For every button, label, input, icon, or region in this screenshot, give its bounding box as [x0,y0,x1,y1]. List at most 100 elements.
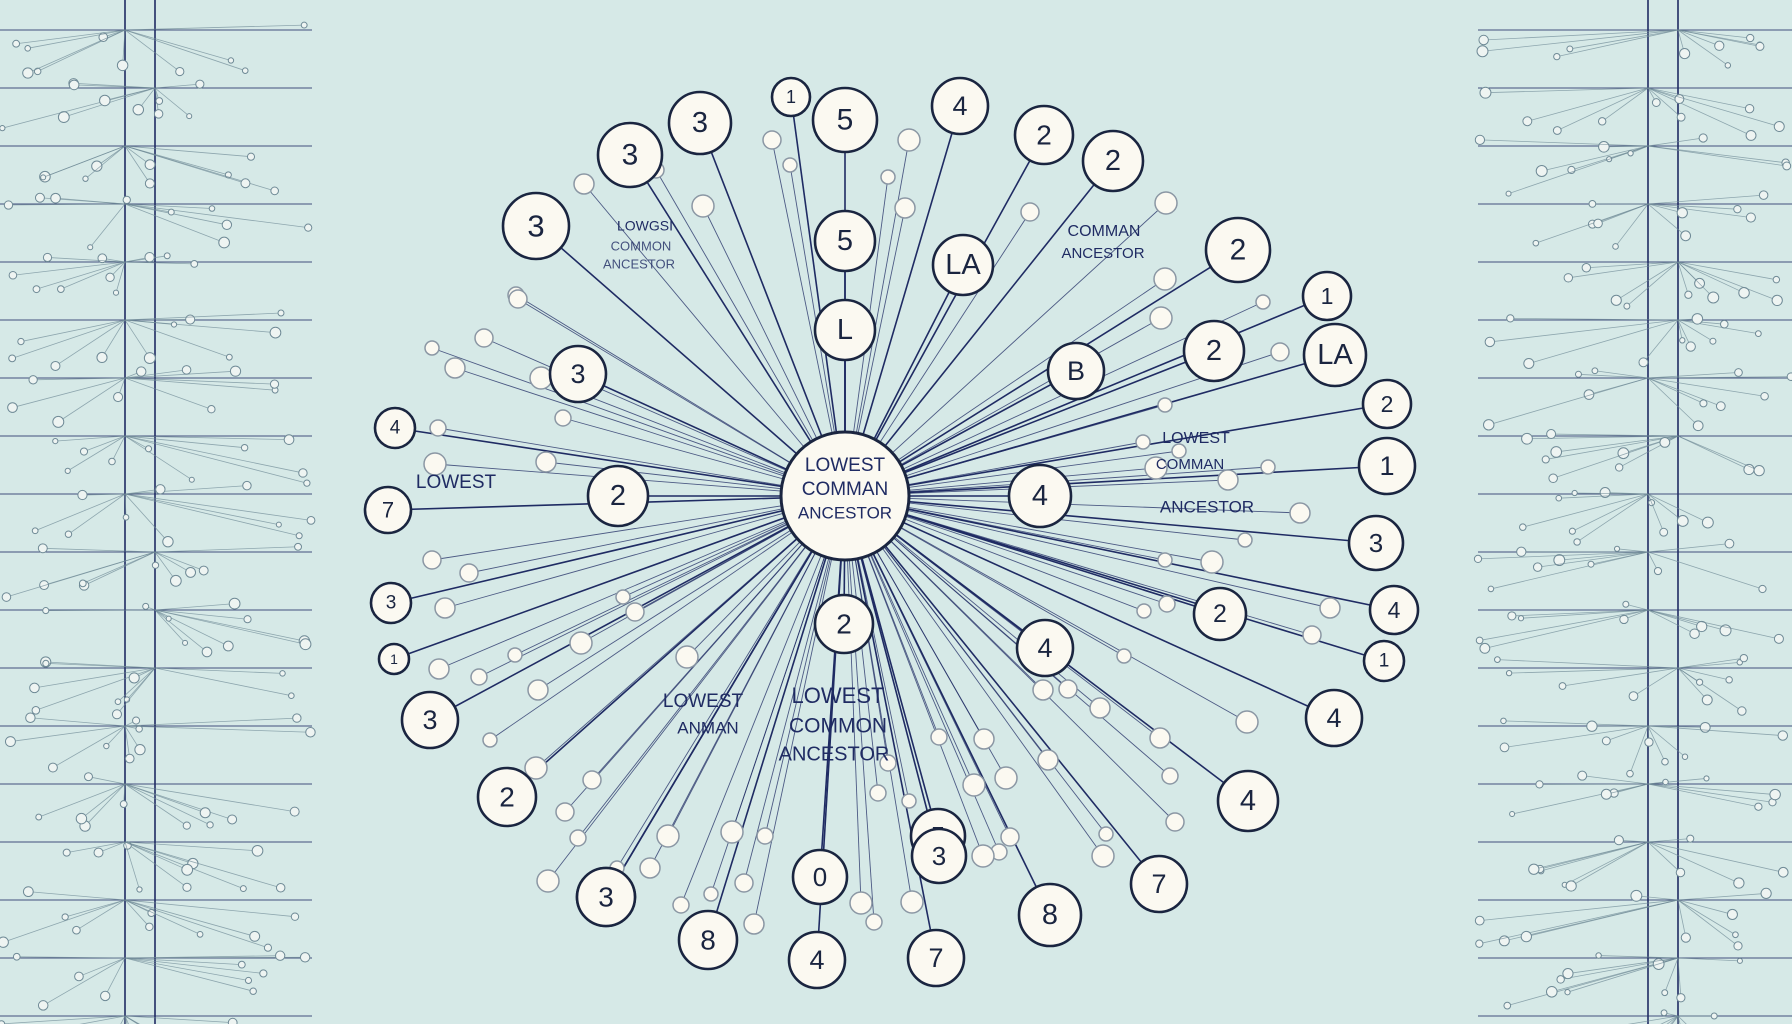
ornament-leaf [1613,545,1621,552]
ornament-leaf [251,844,264,857]
ornament-leaf [1613,835,1624,846]
ornament-leaf [1595,952,1602,959]
ornament-leaf [1744,103,1755,114]
ornament-leaf [1563,273,1574,283]
node-value: 4 [809,945,824,975]
node-value: 7 [382,498,394,523]
ornament-leaf [87,244,94,251]
ornament-leaf [57,285,65,293]
ornament-leaf [1653,566,1663,576]
node-value: 3 [386,593,397,614]
tree-edge [844,495,1377,544]
tree-edge [605,495,846,898]
leaf-node [1144,456,1168,480]
ornament-leaf [1487,585,1495,593]
label-top-right-line-1: COMMAN [1068,223,1141,240]
center-lca-node: LOWEST COMMAN ANCESTOR [779,430,911,562]
leaf-node [672,896,690,914]
ornament-leaf [1548,473,1558,484]
node-value: 5 [837,225,853,257]
ornament-leaf [111,709,122,720]
ornament-leaf [1699,399,1708,408]
ornament-leaf [52,437,59,445]
leaf-node [1200,550,1224,574]
ornament-leaf [122,514,130,521]
leaf-node [994,766,1018,790]
ornament-leaf [34,192,45,203]
leaf-node [573,173,595,195]
leaf-node [1302,625,1322,645]
node-value: 2 [1036,120,1052,151]
ornament-leaf [1535,780,1544,789]
label-top-left-line-3: ANCESTOR [603,256,675,271]
center-label-line-1: LOWEST [805,455,886,476]
leaf-node [756,827,774,845]
ornament-leaf [225,353,233,361]
ornament-leaf [198,565,209,576]
tree-edge [629,154,846,497]
ornament-leaf [269,379,280,389]
node-value: 4 [390,418,401,439]
leaf-node [582,770,602,790]
leaf-node [524,756,548,780]
ornament-leaf [201,646,213,658]
node-value: 1 [390,651,398,667]
label-bottom-left-line-1: LOWEST [663,691,744,712]
leaf-node [865,913,883,931]
tree-edge [844,350,1215,497]
ornament-leaf [1676,112,1686,122]
ornament-leaf [1703,775,1710,782]
ornament-leaf [1619,614,1629,625]
ornament-leaf [1714,40,1725,51]
leaf-node [1270,342,1290,362]
ornament-leaf [3,200,14,210]
ornament-leaf [244,976,253,985]
ornament-leaf [142,602,150,610]
ornament-leaf [249,930,261,942]
ornament-leaf [195,79,205,89]
leaf-node [428,658,450,680]
node-value: 7 [1151,869,1166,899]
ornament-leaf [1696,620,1708,633]
ornament-leaf [1659,527,1669,537]
ornament-leaf [145,922,154,932]
ornament-leaf [93,847,104,858]
ornament-leaf [1519,523,1527,531]
tree-node: 2 [1192,586,1248,642]
tree-edge [390,495,846,604]
ornament-leaf [84,772,93,782]
label-right-line-2: COMMAN [1156,456,1224,473]
leaf-node [444,357,466,379]
tree-node: 7 [906,928,966,988]
ornament-leaf [52,415,65,428]
ornament-leaf [50,360,61,371]
ornament-leaf [29,682,40,694]
ornament-leaf [1520,930,1532,943]
label-right-line-3: ANCESTOR [1160,497,1254,516]
node-value: 2 [836,609,852,640]
ornament-leaf [144,252,155,263]
ornament-leaf [299,638,312,651]
leaf-node [569,631,593,655]
ornament-leaf [199,807,211,819]
ornament-leaf [305,727,316,738]
ornament-leaf [1499,742,1510,753]
leaf-node [527,679,549,701]
ornament-leaf [22,886,34,898]
ornament-leaf [1623,302,1631,310]
ornament-leaf [1772,275,1781,284]
ornament-leaf [1591,367,1599,375]
tree-node: 7 [1129,854,1189,914]
ornament-leaf [1786,372,1792,381]
tree-node: 4 [1015,618,1075,678]
ornament-leaf [1506,314,1515,323]
tree-node: 2 [1361,378,1413,430]
leaf-edge [753,495,846,925]
ornament-leaf [1696,678,1704,686]
ornament-leaf [1651,98,1661,107]
leaf-edge [616,495,846,869]
leaf-node [1089,697,1111,719]
leaf-node [1289,502,1311,524]
ornament-leaf [1680,932,1691,943]
node-value: 4 [1240,785,1256,817]
